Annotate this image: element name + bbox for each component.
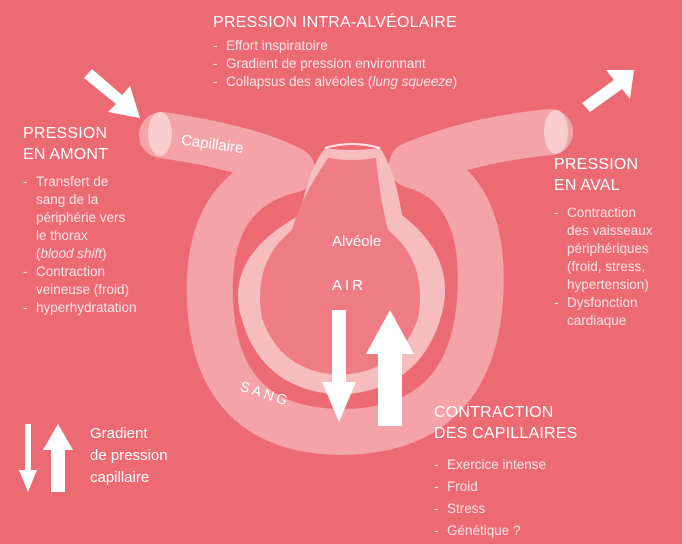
- legend: Gradient de pression capillaire: [90, 423, 220, 489]
- list-item: Dysfonction cardiaque: [554, 294, 682, 330]
- top-section: PRESSION INTRA-ALVÉOLAIRE Effort inspira…: [213, 12, 573, 91]
- list-item: Froid: [434, 476, 674, 498]
- list-item: Contraction des vaisseaux périphériques …: [554, 204, 682, 294]
- alveole-label: Alvéole: [332, 233, 381, 250]
- top-title: PRESSION INTRA-ALVÉOLAIRE: [213, 12, 573, 33]
- left-section: PRESSION EN AMONT Transfert de sang de l…: [23, 123, 193, 317]
- list-item: Contraction veineuse (froid): [23, 263, 193, 299]
- left-title: PRESSION EN AMONT: [23, 123, 193, 165]
- left-list: Transfert de sang de la périphérie vers …: [23, 173, 193, 317]
- list-item: Collapsus des alvéoles (lung squeeze): [213, 73, 573, 91]
- list-item: Stress: [434, 498, 674, 520]
- legend-line: Gradient: [90, 423, 220, 445]
- list-item: Exercice intense: [434, 454, 674, 476]
- right-section: PRESSION EN AVAL Contraction des vaissea…: [554, 154, 682, 330]
- top-list: Effort inspiratoire Gradient de pression…: [213, 37, 573, 91]
- capillary-end-right: [544, 110, 568, 154]
- air-label: AIR: [332, 277, 366, 294]
- list-item: Transfert de sang de la périphérie vers …: [23, 173, 193, 263]
- right-list: Contraction des vaisseaux périphériques …: [554, 204, 682, 330]
- list-item: Gradient de pression environnant: [213, 55, 573, 73]
- list-item: Génétique ?: [434, 520, 674, 542]
- list-item: hyperhydratation: [23, 299, 193, 317]
- alveolus-opening: [325, 144, 380, 148]
- list-item: Effort inspiratoire: [213, 37, 573, 55]
- outflow-arrow-icon: [582, 70, 634, 112]
- legend-up-arrow-icon: [43, 424, 73, 492]
- legend-line: capillaire: [90, 467, 220, 489]
- bottom-right-section: CONTRACTION DES CAPILLAIRES Exercice int…: [434, 402, 674, 542]
- legend-line: de pression: [90, 445, 220, 467]
- bottom-right-list: Exercice intense Froid Stress Génétique …: [434, 454, 674, 542]
- right-title: PRESSION EN AVAL: [554, 154, 682, 196]
- inflow-arrow-icon: [84, 69, 140, 118]
- bottom-right-title: CONTRACTION DES CAPILLAIRES: [434, 402, 674, 444]
- legend-down-arrow-icon: [19, 424, 37, 492]
